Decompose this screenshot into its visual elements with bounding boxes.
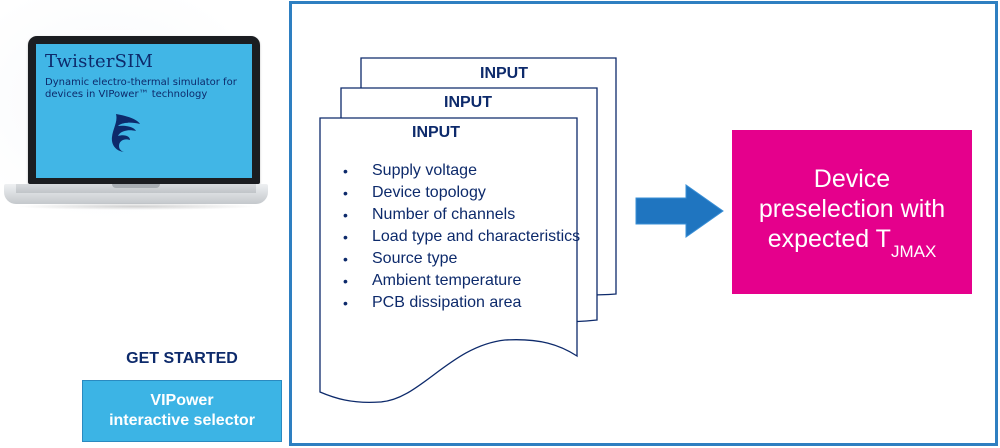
vipower-selector-button[interactable]: VIPower interactive selector	[82, 380, 282, 442]
input-item-device-topology: Device topology	[343, 182, 612, 204]
screen-description: Dynamic electro-thermal simulator for de…	[45, 77, 237, 100]
input-item-ambient-temperature: Ambient temperature	[343, 270, 612, 292]
input-item-pcb-dissipation-area: PCB dissipation area	[343, 292, 612, 314]
twistersim-logo-icon	[111, 114, 140, 152]
laptop-keyboard-deck	[16, 184, 256, 193]
laptop-illustration: TwisterSIM Dynamic electro-thermal simul…	[0, 0, 268, 222]
screen-title: TwisterSIM	[45, 51, 154, 72]
laptop-shadow	[14, 203, 258, 210]
get-started-label: GET STARTED	[126, 350, 238, 367]
result-line3-subscript: JMAX	[890, 242, 937, 261]
document-middle-heading: INPUT	[444, 94, 492, 111]
result-line2: preselection with	[758, 195, 946, 223]
selector-button-line2: interactive selector	[109, 412, 255, 429]
selector-button-line1: VIPower	[150, 392, 214, 409]
input-item-source-type: Source type	[343, 248, 612, 270]
input-item-load-type: Load type and characteristics	[343, 226, 612, 248]
right-arrow-icon	[635, 184, 724, 238]
result-line3-prefix: expected T	[767, 225, 891, 253]
result-line1: Device	[813, 165, 891, 193]
document-front-heading: INPUT	[412, 124, 460, 141]
result-line3: expected TJMAX	[732, 224, 972, 260]
input-item-supply-voltage: Supply voltage	[343, 160, 612, 182]
document-back-heading: INPUT	[480, 65, 528, 82]
result-box: Device preselection with expected TJMAX	[732, 130, 972, 294]
input-list: Supply voltage Device topology Number of…	[343, 160, 612, 314]
input-item-number-of-channels: Number of channels	[343, 204, 612, 226]
laptop-notch	[112, 184, 160, 188]
laptop-screen: TwisterSIM Dynamic electro-thermal simul…	[36, 44, 252, 178]
